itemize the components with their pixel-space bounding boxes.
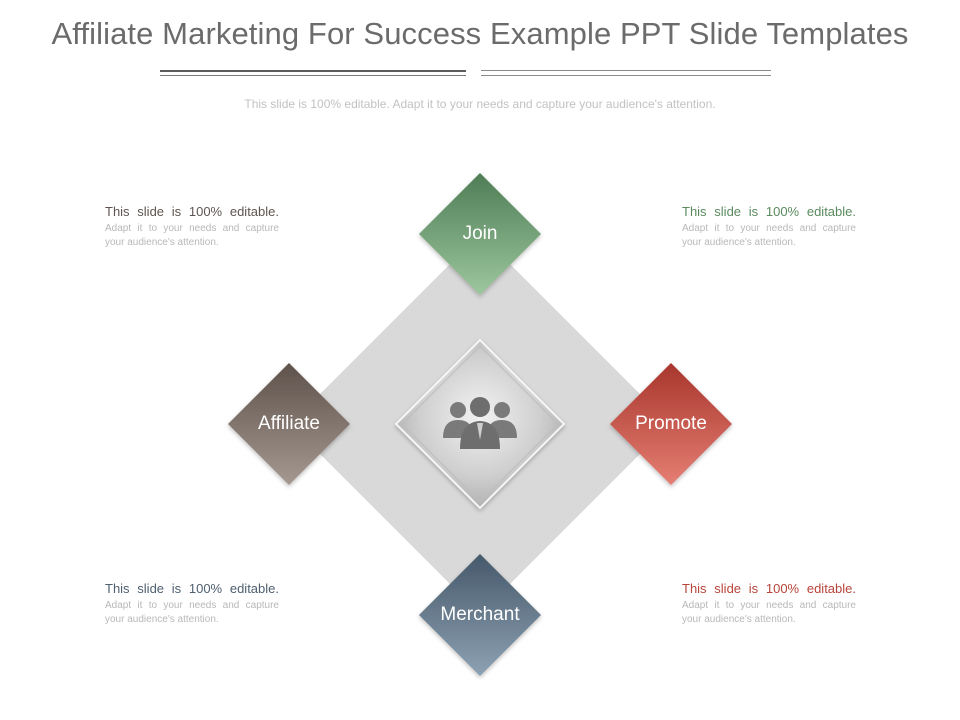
join-diamond: [419, 173, 541, 295]
note-body: Adapt it to your needs and capture your …: [105, 222, 279, 249]
note-lead: This slide is 100% editable.: [682, 581, 856, 596]
merchant-label: Merchant: [440, 604, 520, 625]
title-underline-right: [481, 70, 771, 77]
note-lead: This slide is 100% editable.: [105, 204, 279, 219]
note-bottom-right: This slide is 100% editable. Adapt it to…: [682, 580, 856, 628]
note-body: Adapt it to your needs and capture your …: [682, 599, 856, 626]
promote-diamond: [610, 363, 732, 485]
note-lead: This slide is 100% editable.: [682, 204, 856, 219]
merchant-diamond: [419, 554, 541, 676]
title-underline-left: [160, 70, 466, 77]
join-label: Join: [462, 223, 498, 244]
slide-title: Affiliate Marketing For Success Example …: [51, 16, 909, 51]
note-lead: This slide is 100% editable.: [105, 581, 279, 596]
affiliate-label: Affiliate: [258, 413, 320, 434]
promote-label: Promote: [635, 413, 707, 434]
affiliate-diamond: [228, 363, 350, 485]
slide-subtitle: This slide is 100% editable. Adapt it to…: [244, 97, 716, 111]
note-top-right: This slide is 100% editable. Adapt it to…: [682, 203, 856, 251]
note-body: Adapt it to your needs and capture your …: [105, 599, 279, 626]
note-body: Adapt it to your needs and capture your …: [682, 222, 856, 249]
note-top-left: This slide is 100% editable. Adapt it to…: [105, 203, 279, 251]
group-of-people-icon: [443, 397, 517, 449]
note-bottom-left: This slide is 100% editable. Adapt it to…: [105, 580, 279, 628]
